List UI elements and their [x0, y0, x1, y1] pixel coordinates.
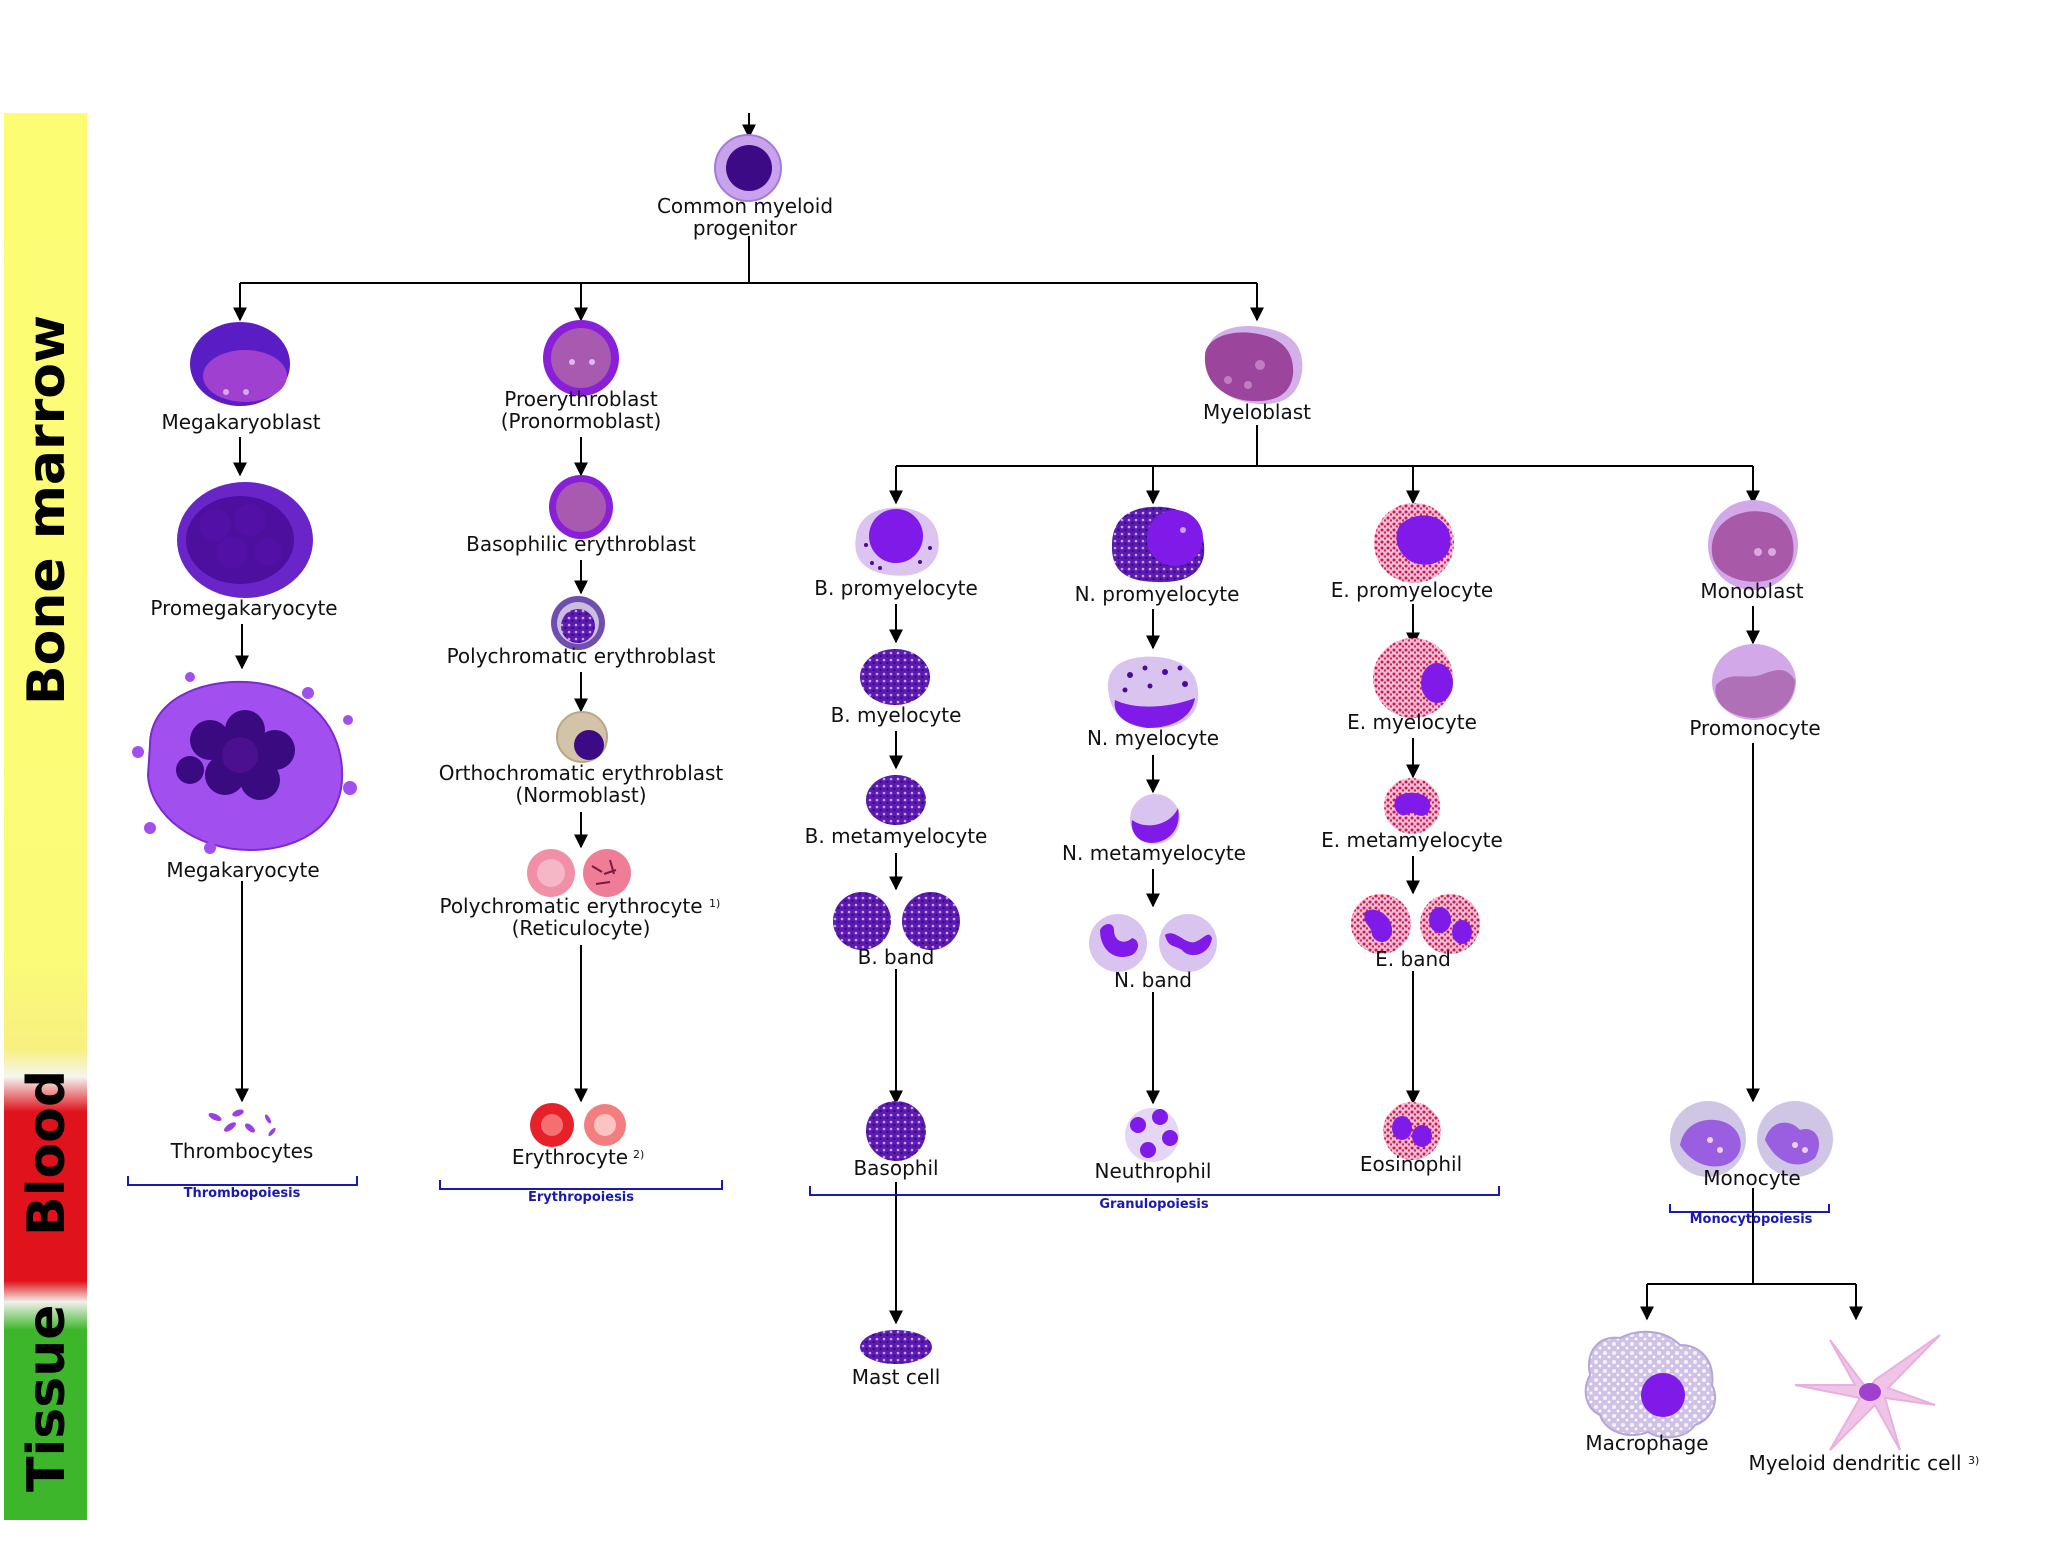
basophilic-erythroblast-cell: [549, 475, 613, 539]
label-eosinophil: Eosinophil: [1360, 1152, 1462, 1176]
label-dendritic: Myeloid dendritic cell: [1748, 1451, 1961, 1475]
n-myelocyte-cell: [1108, 656, 1199, 729]
e-promyelocyte-cell: [1374, 503, 1454, 583]
zone-bar: [4, 113, 87, 1520]
mast-cell: [860, 1330, 932, 1364]
bracket-granulopoiesis: Granulopoiesis: [1099, 1197, 1208, 1212]
label-proerythroblast: Proerythroblast: [504, 387, 658, 411]
e-myelocyte-cell: [1373, 638, 1453, 718]
myeloblast-cell: [1204, 326, 1303, 405]
promegakaryocyte-cell: [177, 482, 313, 598]
label-normoblast: (Normoblast): [515, 783, 646, 807]
basophil-cell: [866, 1101, 926, 1161]
b-metamyelocyte-cell: [866, 775, 926, 825]
label-myeloblast: Myeloblast: [1203, 400, 1311, 424]
e-band-cells: [1351, 894, 1480, 954]
label-reticulocyte: (Reticulocyte): [512, 916, 651, 940]
label-neutrophil: Neuthrophil: [1095, 1159, 1212, 1183]
label-megakaryoblast: Megakaryoblast: [161, 410, 320, 434]
eosinophil-cell: [1383, 1102, 1441, 1160]
label-orthochromatic-erythroblast: Orthochromatic erythroblast: [439, 761, 724, 785]
n-metamyelocyte-cell: [1130, 794, 1180, 844]
label-thrombocytes: Thrombocytes: [170, 1139, 314, 1163]
lineage-brackets: Thrombopoiesis Erythropoiesis Granulopoi…: [127, 1176, 1830, 1227]
label-e-band: E. band: [1375, 947, 1451, 971]
label-b-myelocyte: B. myelocyte: [831, 703, 962, 727]
n-band-cells: [1089, 914, 1217, 972]
label-e-myelocyte: E. myelocyte: [1347, 710, 1477, 734]
label-monoblast: Monoblast: [1700, 579, 1803, 603]
b-band-cells: [833, 892, 960, 950]
note-dendritic: 3): [1968, 1454, 1979, 1467]
label-mast-cell: Mast cell: [852, 1365, 941, 1389]
orthochromatic-erythroblast-cell: [556, 711, 608, 763]
label-e-promyelocyte: E. promyelocyte: [1331, 578, 1493, 602]
proerythroblast-cell: [543, 320, 619, 396]
label-pronormoblast: (Pronormoblast): [501, 409, 662, 433]
label-n-myelocyte: N. myelocyte: [1087, 726, 1219, 750]
bracket-monocytopoiesis: Monocytopoiesis: [1690, 1212, 1813, 1227]
dendritic-cell: [1794, 1334, 1941, 1451]
label-promonocyte: Promonocyte: [1689, 716, 1820, 740]
label-n-band: N. band: [1114, 968, 1192, 992]
note-polychromatic-erythrocyte: 1): [709, 897, 720, 910]
macrophage-cell: [1584, 1330, 1717, 1439]
lineage-edges: [233, 113, 1863, 1325]
n-promyelocyte-cell: [1111, 506, 1205, 583]
zone-label-tissue: Tissue: [17, 1305, 77, 1492]
label-basophil: Basophil: [853, 1156, 938, 1180]
neutrophil-cell: [1125, 1108, 1179, 1162]
label-b-metamyelocyte: B. metamyelocyte: [805, 824, 988, 848]
megakaryoblast-cell: [190, 322, 290, 406]
label-b-promyelocyte: B. promyelocyte: [814, 576, 978, 600]
label-monocyte: Monocyte: [1703, 1166, 1800, 1190]
reticulocyte-cells: [527, 849, 631, 897]
label-b-band: B. band: [858, 945, 935, 969]
bracket-erythropoiesis: Erythropoiesis: [528, 1190, 634, 1205]
label-polychromatic-erythroblast: Polychromatic erythroblast: [447, 644, 716, 668]
label-basophilic-erythroblast: Basophilic erythroblast: [466, 532, 696, 556]
zone-label-blood: Blood: [17, 1070, 77, 1236]
label-macrophage: Macrophage: [1585, 1431, 1708, 1455]
b-myelocyte-cell: [860, 649, 930, 705]
label-e-metamyelocyte: E. metamyelocyte: [1321, 828, 1503, 852]
note-erythrocyte: 2): [633, 1148, 644, 1161]
monoblast-cell: [1708, 500, 1798, 590]
thrombocytes-cell: [208, 1109, 276, 1137]
polychromatic-erythroblast-cell: [551, 596, 605, 650]
monocyte-cells: [1670, 1101, 1833, 1177]
megakaryocyte-cell: [132, 672, 357, 854]
cmp-cell: [714, 134, 782, 202]
label-n-metamyelocyte: N. metamyelocyte: [1062, 841, 1246, 865]
e-metamyelocyte-cell: [1384, 778, 1440, 834]
zone-label-bone-marrow: Bone marrow: [17, 315, 77, 705]
label-n-promyelocyte: N. promyelocyte: [1075, 582, 1240, 606]
label-erythrocyte: Erythrocyte: [512, 1145, 628, 1169]
promonocyte-cell: [1712, 644, 1796, 720]
bracket-thrombopoiesis: Thrombopoiesis: [184, 1186, 301, 1201]
erythrocyte-cells: [530, 1103, 626, 1147]
label-megakaryocyte: Megakaryocyte: [166, 858, 319, 882]
label-promegakaryocyte: Promegakaryocyte: [150, 596, 337, 620]
label-polychromatic-erythrocyte: Polychromatic erythrocyte: [439, 894, 702, 918]
b-promyelocyte-cell: [855, 507, 939, 576]
